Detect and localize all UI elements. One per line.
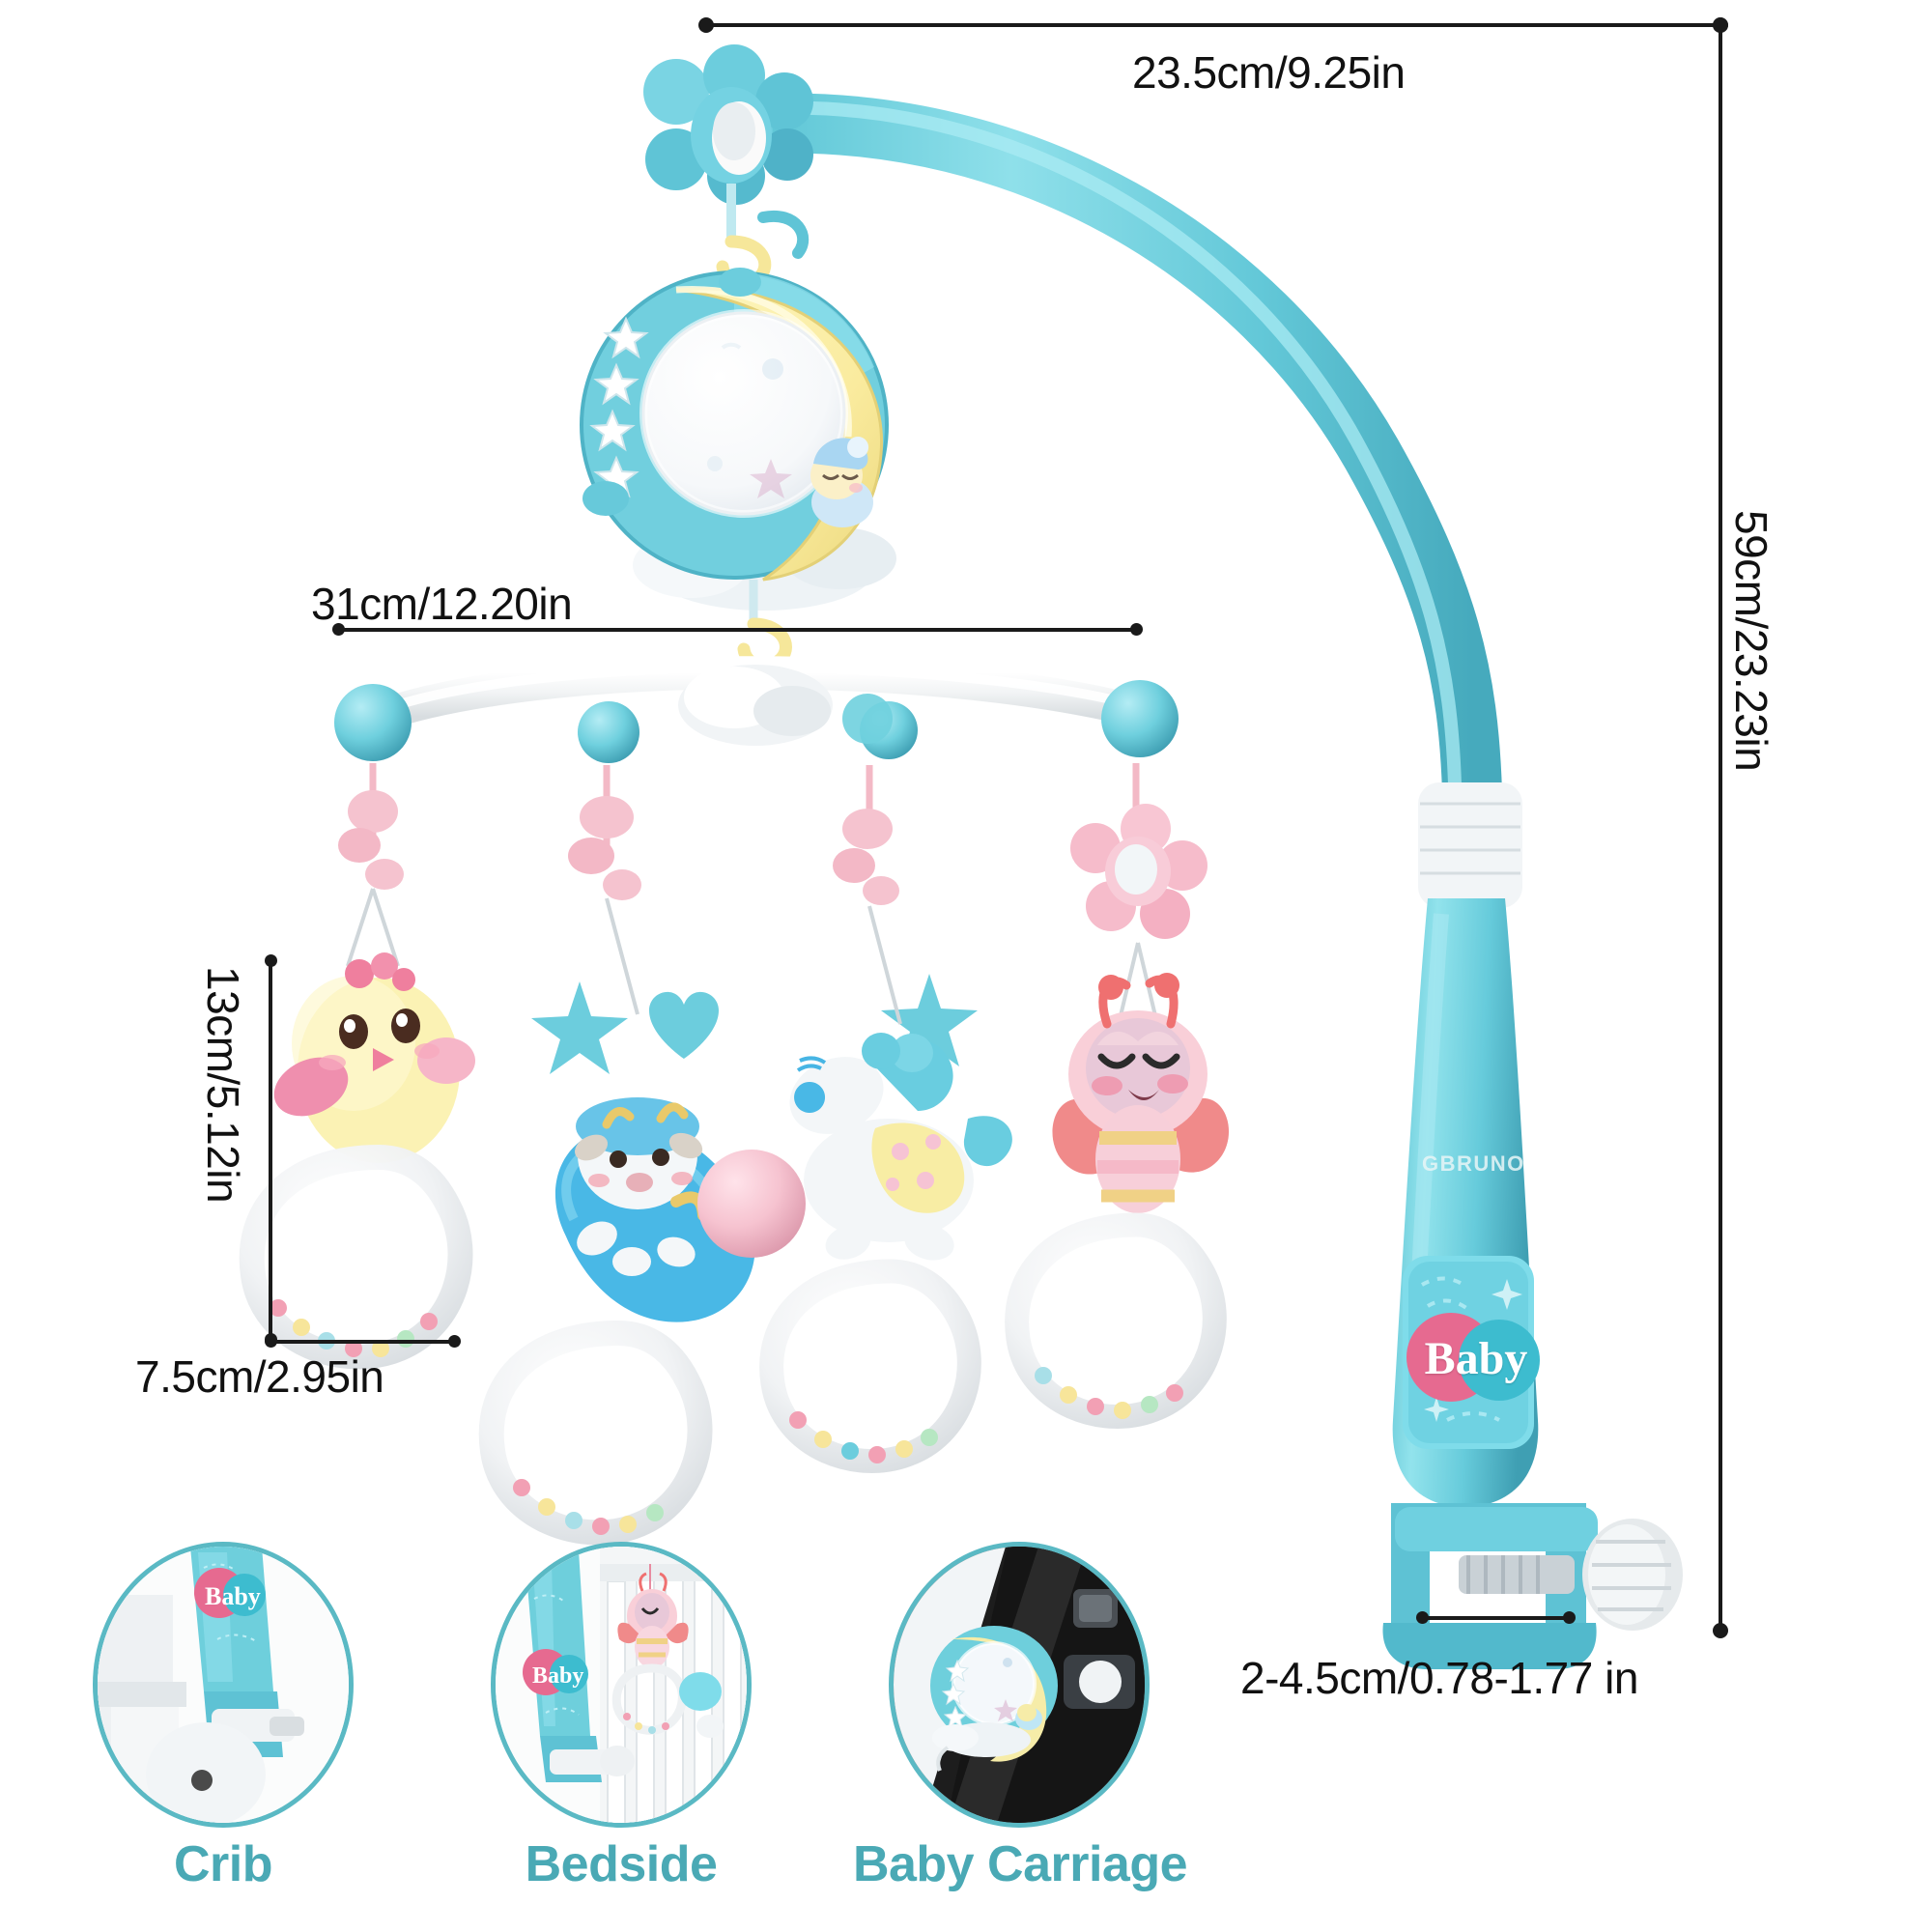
mobile-crossbar xyxy=(334,656,1179,763)
usage-scene-bedside: Baby xyxy=(491,1542,752,1828)
dimension-toy-height-label: 13cm/5.12in xyxy=(198,966,248,1204)
usage-scene-crib-caption: Crib xyxy=(174,1836,273,1892)
dangle-butterfly xyxy=(1005,763,1230,1429)
dangle-pony xyxy=(759,765,1012,1473)
usage-scene-baby-carriage xyxy=(889,1542,1150,1828)
usage-scene-crib: Baby xyxy=(93,1542,354,1828)
arm-hub xyxy=(643,44,813,205)
pink-ball xyxy=(697,1150,806,1258)
dimension-clamp-range-label: 2-4.5cm/0.78-1.77 in xyxy=(1240,1653,1638,1703)
carriage-mounted-mobile xyxy=(930,1626,1058,1772)
dangle-chick xyxy=(239,763,475,1370)
baby-carriage-scene-image xyxy=(894,1547,1145,1823)
mobile-stem-body xyxy=(1382,782,1683,1669)
dangle-cow-moon xyxy=(478,765,755,1546)
bedside-scene-image: Baby xyxy=(496,1547,747,1823)
dimension-arm-height-label: 59cm/23.23in xyxy=(1726,510,1776,772)
sleeping-baby-figure xyxy=(810,437,873,527)
usage-scene-baby-carriage-caption: Baby Carriage xyxy=(852,1836,1188,1892)
usage-scene-bedside-caption: Bedside xyxy=(525,1836,718,1892)
dimension-arm-width-label: 23.5cm/9.25in xyxy=(1132,47,1406,98)
crib-scene-image: Baby xyxy=(98,1547,349,1823)
svg-text:Baby: Baby xyxy=(532,1663,583,1689)
svg-text:Baby: Baby xyxy=(205,1582,261,1610)
pink-flower xyxy=(1070,804,1208,939)
dimension-toy-width-label: 7.5cm/2.95in xyxy=(135,1351,384,1402)
baby-badge-label: Baby xyxy=(1424,1332,1528,1384)
projector-music-box xyxy=(580,268,896,673)
dimension-mobile-span-label: 31cm/12.20in xyxy=(311,579,573,629)
brand-label: GBRUNO xyxy=(1422,1151,1525,1176)
